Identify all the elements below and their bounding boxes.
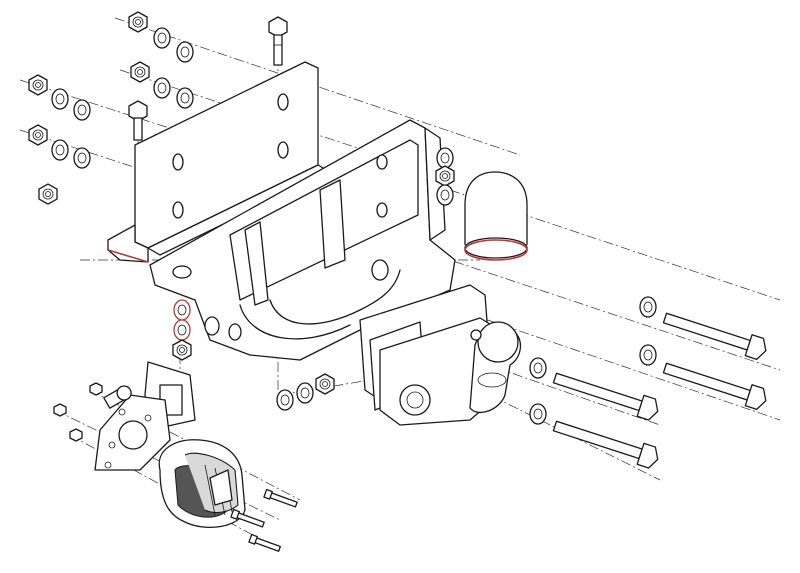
long-bolts — [529, 296, 767, 469]
electrical-socket — [158, 439, 246, 528]
bolt-vertical-top — [268, 16, 288, 66]
tow-ball-coupling — [359, 284, 522, 426]
socket-screws — [230, 488, 298, 552]
mounting-plate — [107, 61, 331, 263]
ball-cover-cap — [464, 171, 528, 261]
socket-bracket — [38, 183, 196, 471]
bolt-vertical-left — [128, 100, 148, 141]
main-frame — [149, 119, 456, 361]
